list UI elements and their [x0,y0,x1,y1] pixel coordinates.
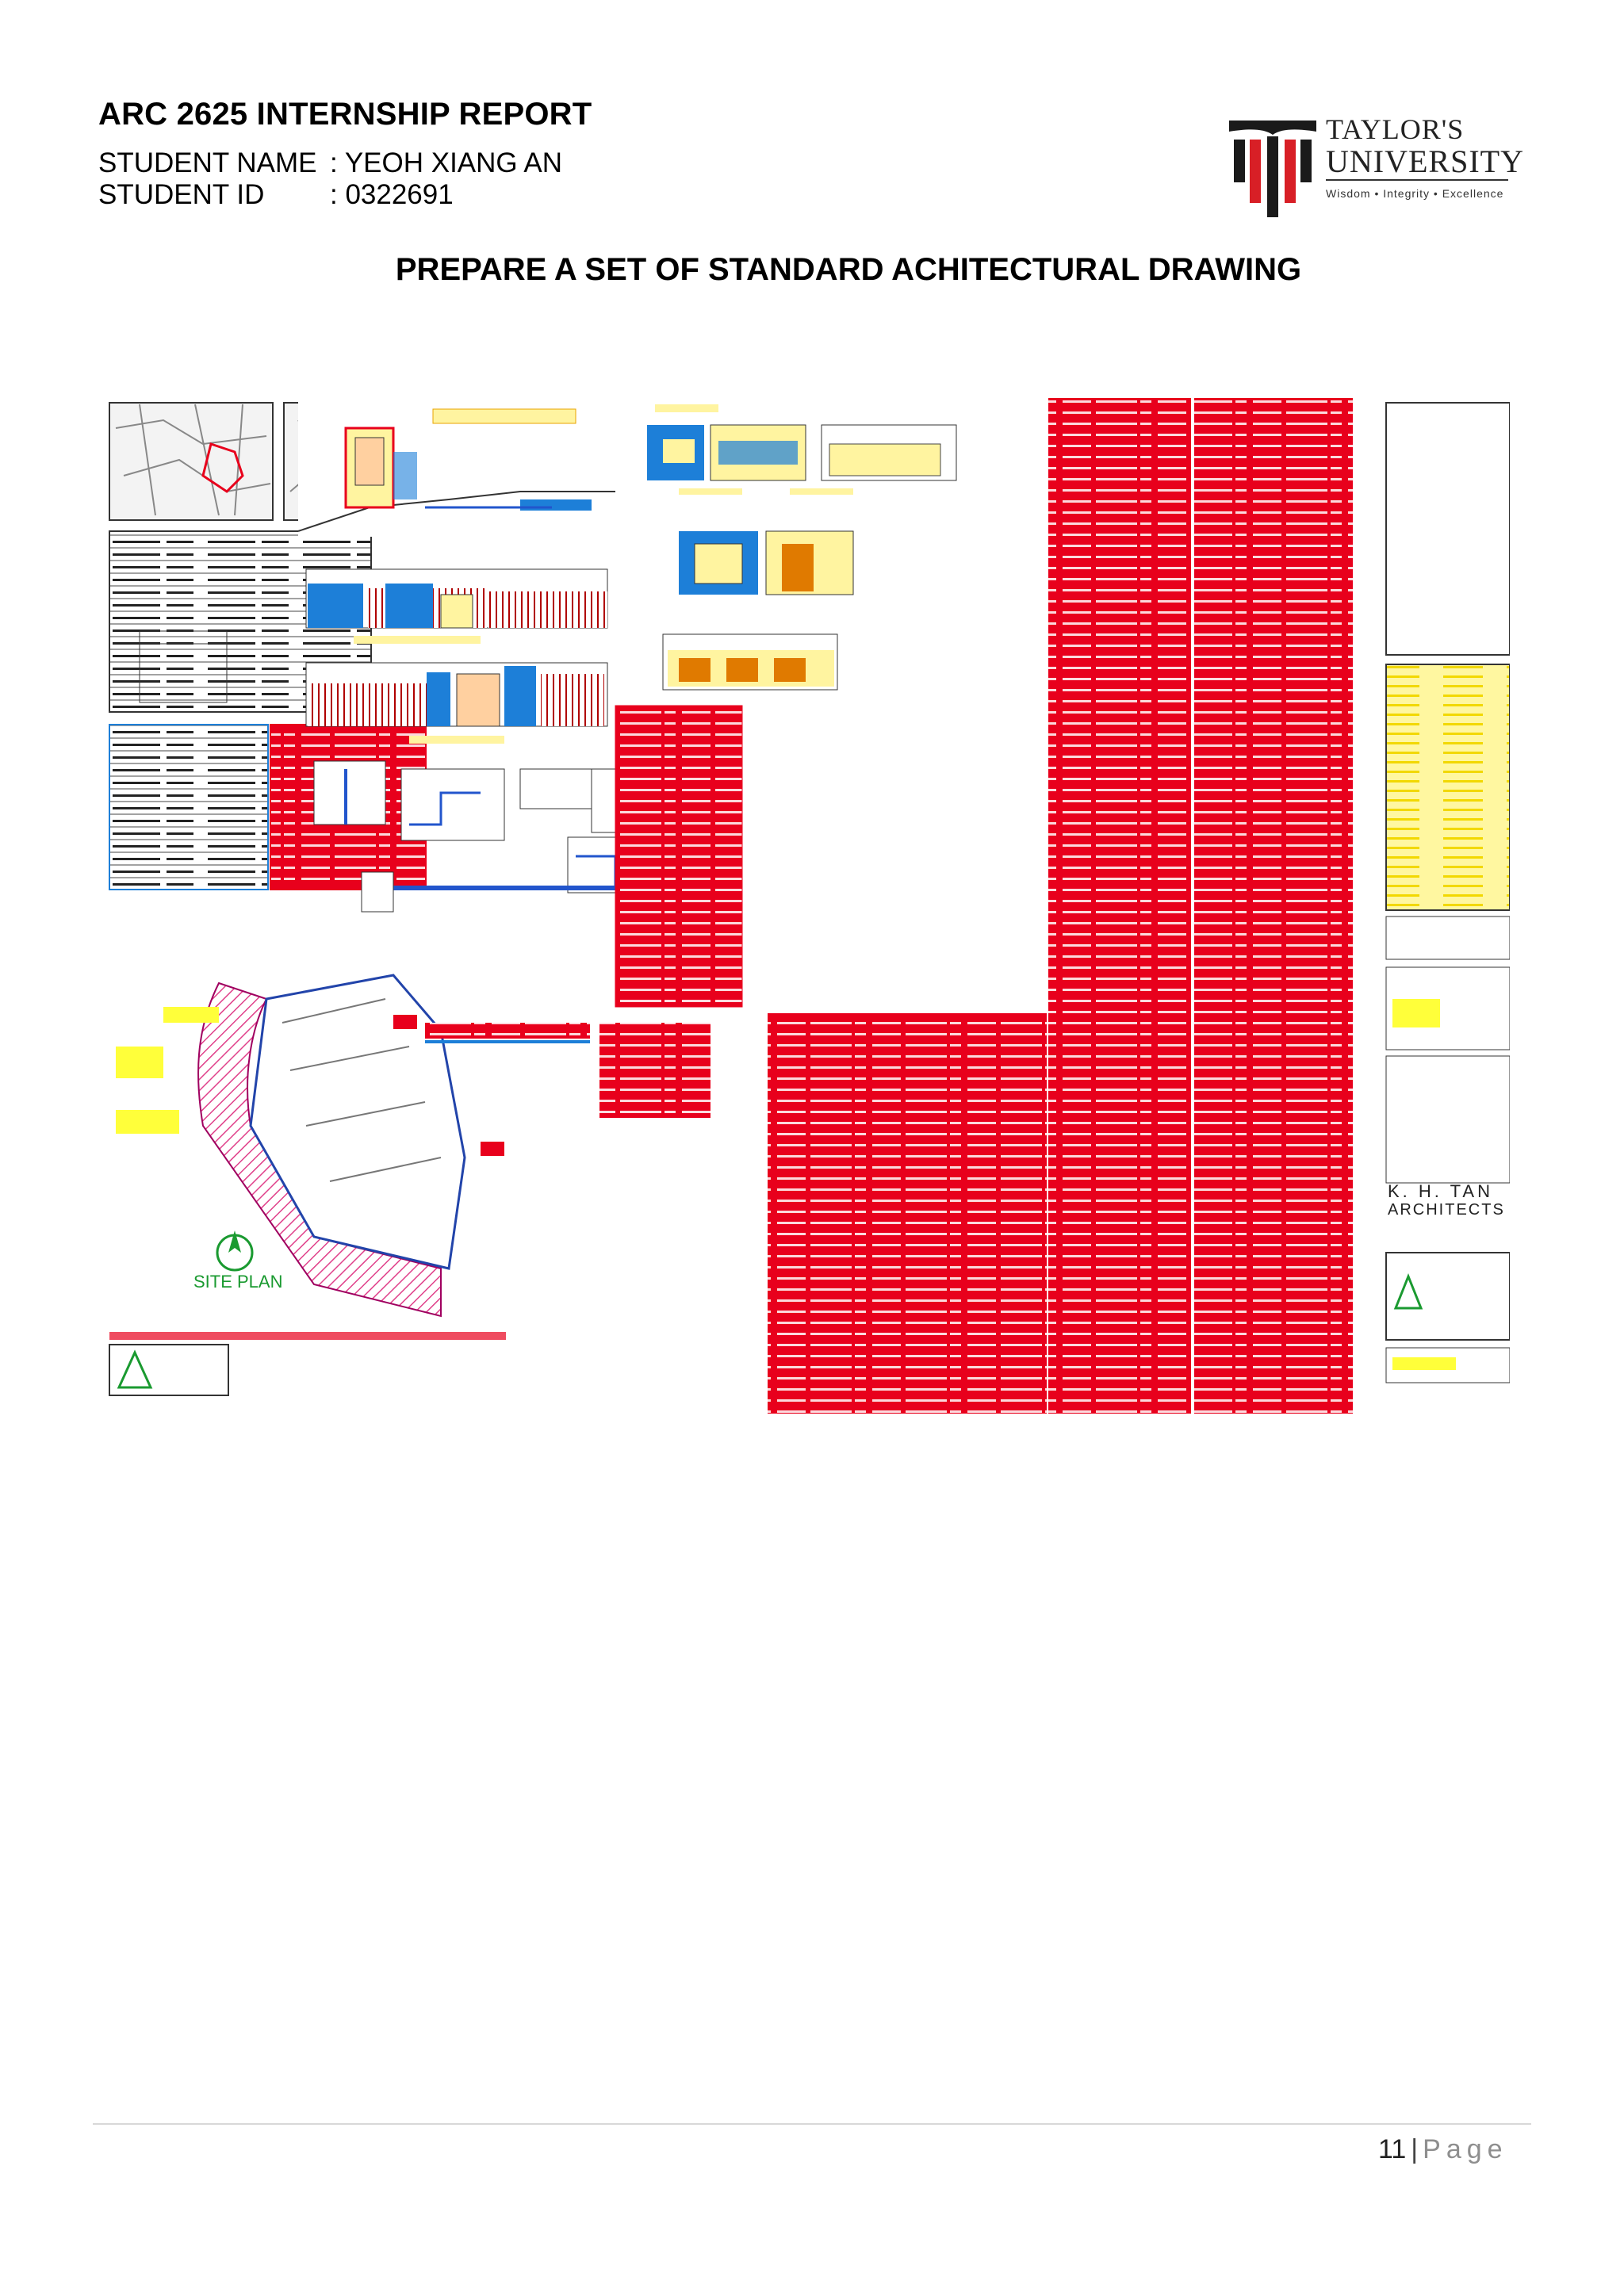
logo-divider [1326,179,1508,181]
report-title: ARC 2625 INTERNSHIP REPORT [98,97,592,132]
architectural-drawing-sheet: SITE PLAN K. H. TAN ARCHITECTS [108,396,1510,1415]
student-name-row: STUDENT NAME : YEOH XIANG AN [98,147,562,179]
site-plan-label: SITE PLAN [193,1272,282,1292]
page-number-separator: | [1411,2134,1419,2164]
university-logo-icon [1229,121,1316,217]
page-number-value: 11 [1378,2134,1407,2164]
student-name-value: : YEOH XIANG AN [330,147,563,178]
logo-text-line2: UNIVERSITY [1326,144,1524,179]
student-name-label: STUDENT NAME [98,147,317,178]
page-word: Page [1423,2134,1508,2164]
student-id-value: : 0322691 [330,179,454,210]
student-id-row: STUDENT ID : 0322691 [98,179,454,211]
page-heading: PREPARE A SET OF STANDARD ACHITECTURAL D… [395,252,1302,287]
logo-text-line1: TAYLOR'S [1326,113,1465,145]
firm-name-line2: ARCHITECTS [1388,1201,1505,1219]
footer-divider [93,2123,1531,2125]
firm-name-line1: K. H. TAN [1388,1181,1493,1201]
page-number: 11|Page [1378,2134,1508,2165]
student-id-label: STUDENT ID [98,179,265,210]
logo-tagline: Wisdom • Integrity • Excellence [1326,187,1504,200]
